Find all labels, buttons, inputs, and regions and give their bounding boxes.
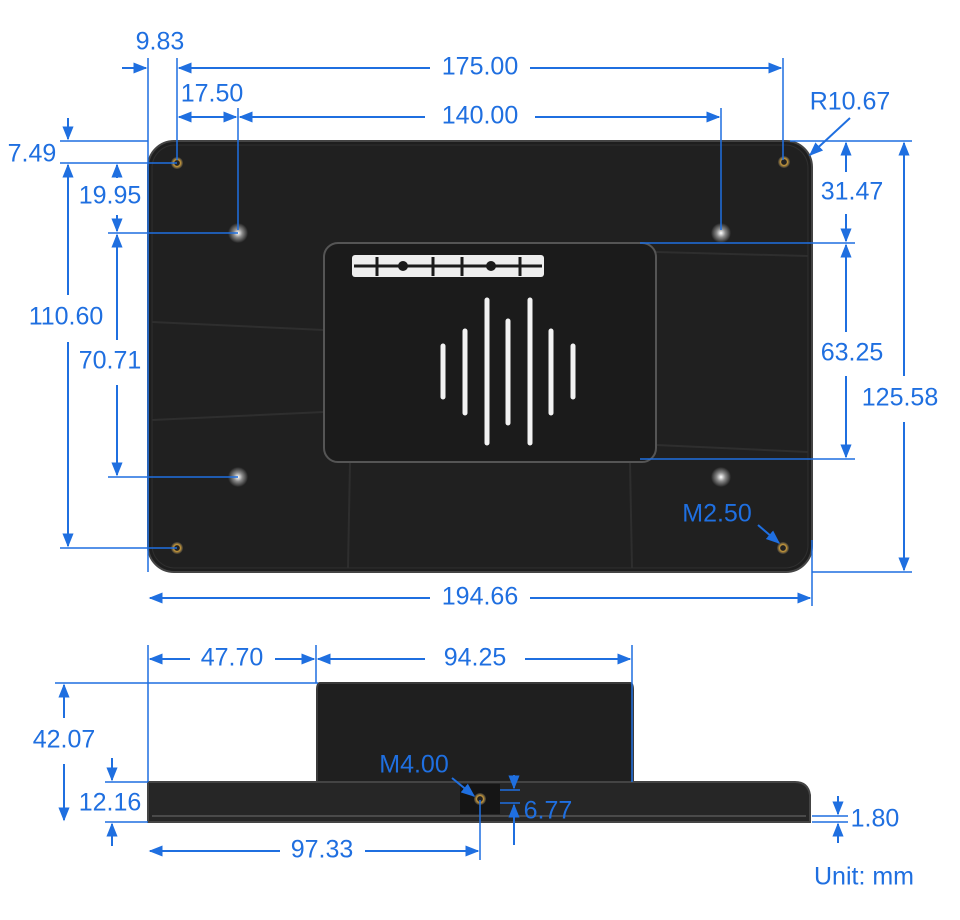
dim-port-label: M4.00: [379, 751, 448, 779]
dim-port-offset: 97.33: [291, 836, 354, 864]
dim-box-width: 94.25: [444, 644, 507, 672]
dim-left-to-box: 47.70: [201, 644, 264, 672]
dim-port-height: 6.77: [524, 797, 573, 825]
dim-hole-vspan-inner: 70.71: [79, 347, 142, 375]
dim-top-offset-outer: 7.49: [8, 140, 57, 168]
dim-corner-radius: R10.67: [810, 88, 891, 116]
dim-left-offset-inner: 17.50: [181, 80, 244, 108]
rear-enclosure-box: [323, 242, 657, 463]
dim-hole-vspan-outer: 110.60: [29, 303, 104, 331]
dim-hole-span-outer: 175.00: [442, 53, 518, 81]
dim-base-depth: 12.16: [79, 789, 142, 817]
dim-screw-size: M2.50: [682, 500, 751, 528]
dim-box-top-offset: 31.47: [821, 178, 884, 206]
dim-left-offset-outer: 9.83: [136, 28, 185, 56]
dim-top-offset-inner: 19.95: [79, 182, 142, 210]
dim-lip-height: 1.80: [851, 805, 900, 833]
unit-label: Unit: mm: [814, 863, 914, 891]
dim-width-outer: 194.66: [442, 583, 518, 611]
dim-box-height: 63.25: [821, 339, 884, 367]
speaker-grille-icon: [440, 297, 576, 446]
device-back-view: [147, 140, 813, 573]
dim-total-depth: 42.07: [33, 726, 96, 754]
m4-port-icon: [474, 793, 486, 805]
device-side-view: [147, 682, 811, 823]
dim-height-outer: 125.58: [862, 384, 938, 412]
dim-hole-span-inner: 140.00: [442, 102, 518, 130]
